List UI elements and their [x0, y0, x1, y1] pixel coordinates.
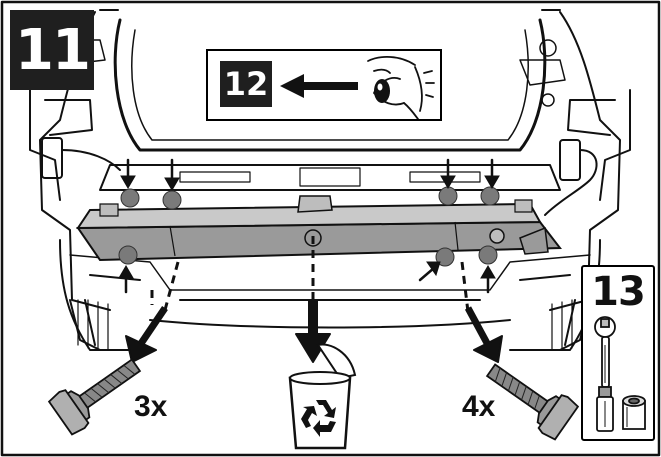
removal-arrows: [125, 300, 503, 363]
pointer-arrows: [118, 158, 500, 294]
reference-step-badge: 12: [220, 61, 272, 107]
socket-icon: [622, 395, 646, 430]
bolt-locations: [118, 186, 500, 267]
tool-panel: 13: [581, 265, 655, 441]
ratchet-wrench-icon: [594, 316, 616, 388]
rear-crossmember: [99, 164, 561, 191]
right-body-side: [549, 11, 621, 311]
eye-icon: [367, 56, 435, 119]
tool-illustration: [594, 316, 646, 432]
removal-paths: [150, 236, 470, 313]
hex-bolt-left: [47, 358, 142, 436]
reference-box: 12: [206, 49, 442, 121]
hex-bolt-right: [485, 363, 580, 441]
step-number-badge: 11: [10, 10, 94, 90]
extension-bar-icon: [596, 386, 614, 432]
left-bolt-quantity: 3x: [134, 390, 168, 423]
tool-step-number: 13: [591, 269, 646, 315]
right-bolt-quantity: 4x: [462, 390, 496, 423]
recycle-bin-icon: [288, 343, 357, 450]
tailgate-opening: [113, 18, 547, 152]
left-arrow-icon: [280, 74, 358, 98]
